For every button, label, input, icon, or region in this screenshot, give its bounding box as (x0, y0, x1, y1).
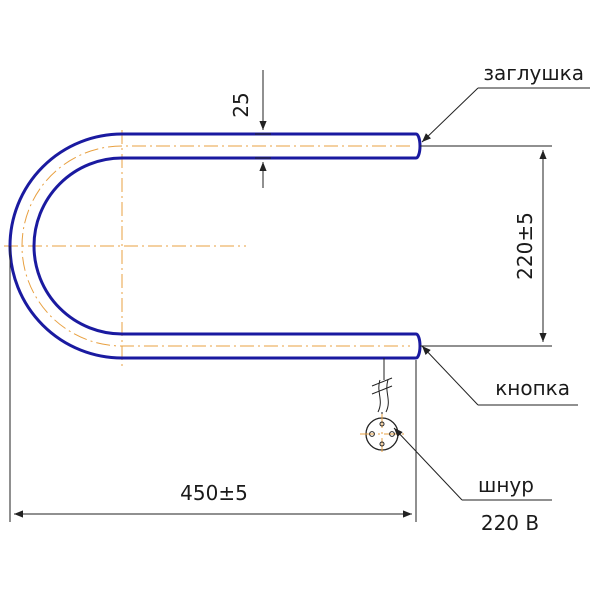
top-end-cap (415, 132, 422, 160)
plug-pin-bottom (379, 441, 385, 447)
cord-break-mark-a (371, 377, 393, 387)
width-label: 450±5 (180, 481, 248, 505)
plug-pin-left (369, 431, 375, 437)
center-axes (4, 130, 246, 370)
cap-label: заглушка (483, 61, 584, 85)
tube-diameter-label: 25 (229, 92, 253, 117)
bottom-end-cap (415, 332, 422, 360)
tube-inner-contour (32, 156, 416, 336)
cap-callout: заглушка (421, 61, 590, 143)
plug-pin-top (379, 421, 385, 427)
dimension-height: 220±5 (420, 145, 552, 347)
cord-label: шнур (478, 473, 534, 497)
plug-icon (360, 414, 404, 454)
cord-callout: шнур 220 В (393, 427, 552, 535)
cord-wire-b (385, 379, 389, 413)
button-label: кнопка (495, 376, 570, 400)
button-leader-line (421, 345, 479, 406)
tube-center-line (21, 145, 410, 347)
cord-leader-line (393, 427, 463, 501)
voltage-label: 220 В (481, 511, 539, 535)
cap-leader-line (421, 87, 479, 143)
power-cord (371, 358, 393, 420)
cord-break-mark-b (371, 385, 393, 395)
cord-wire-a (377, 379, 381, 413)
dimension-width: 450±5 (9, 246, 417, 522)
dimension-tube-diameter: 25 (229, 70, 271, 188)
button-callout: кнопка (421, 345, 578, 406)
height-label: 220±5 (513, 212, 537, 280)
